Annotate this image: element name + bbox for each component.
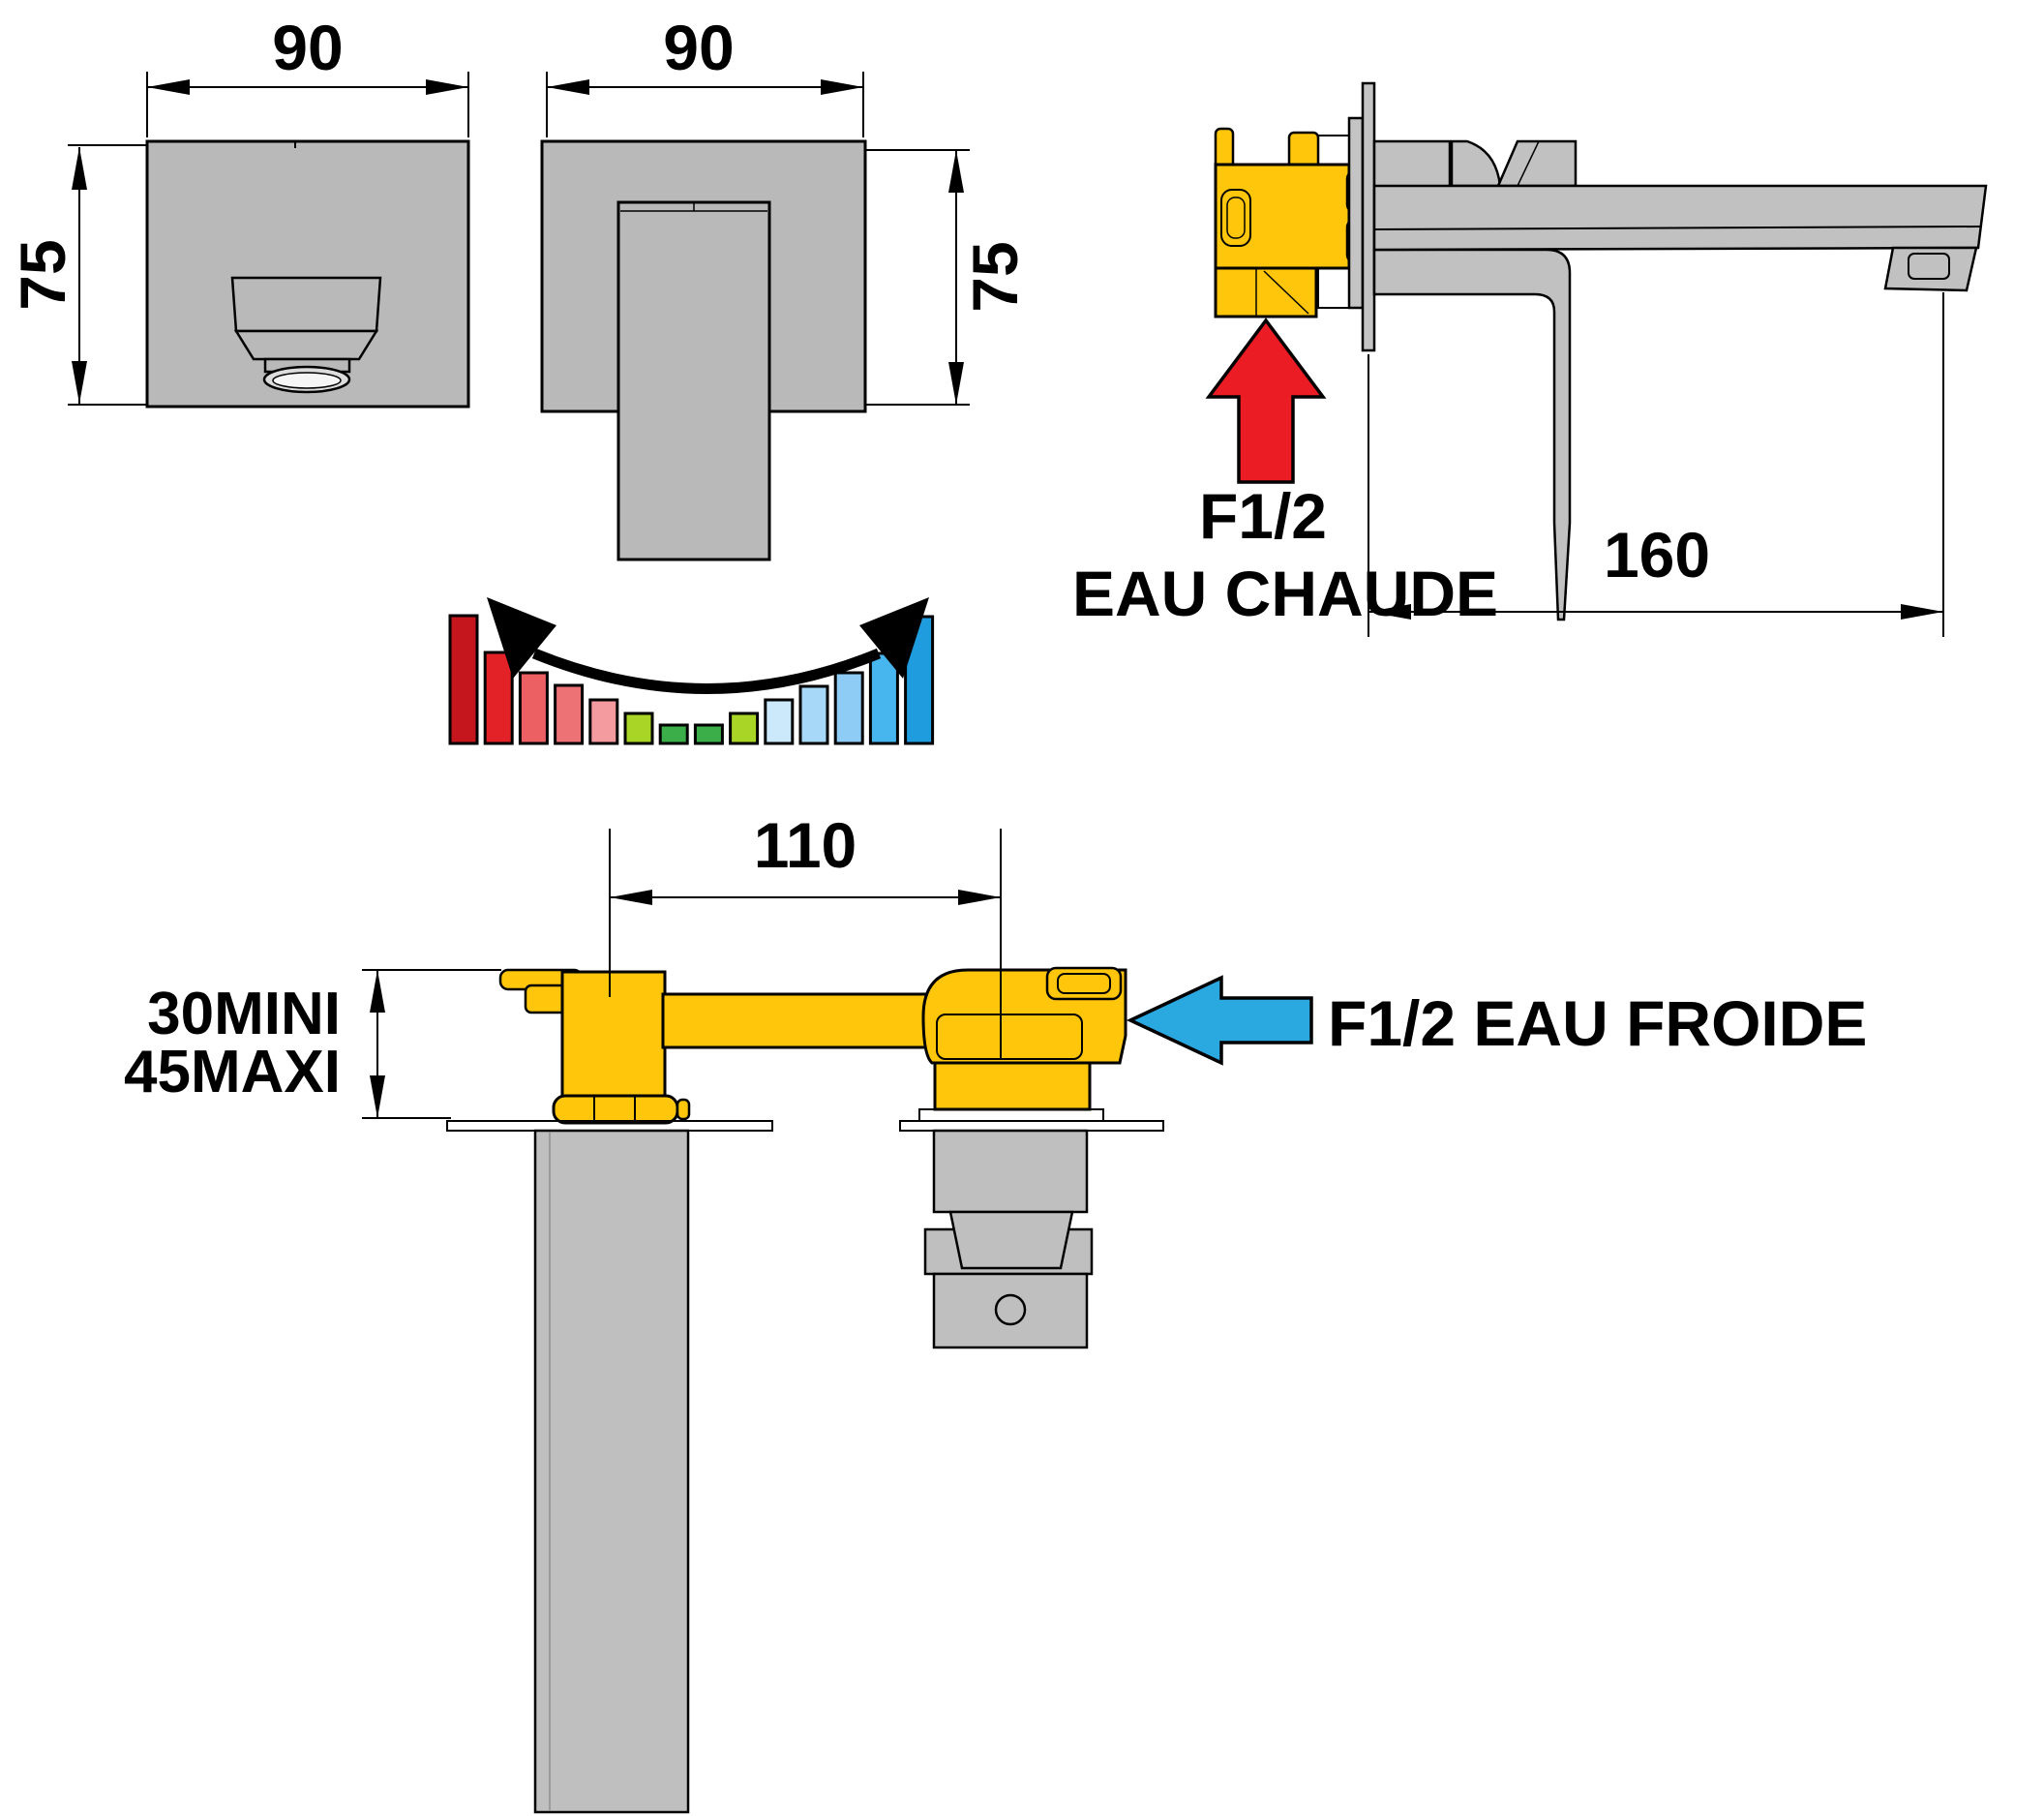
temperature-bars <box>448 614 935 745</box>
temperature-bar <box>554 683 585 745</box>
spout-front-detail <box>230 276 382 394</box>
temperature-bar <box>833 671 864 745</box>
dim-inlet-center-distance: 110 <box>754 809 857 881</box>
hot-thread-label: F1/2 <box>1199 480 1327 552</box>
plan-spout-valve <box>560 970 667 1108</box>
side-rough-in-body <box>1214 127 1368 318</box>
temperature-bar <box>798 684 829 745</box>
wall-depth-min-label: 30MINI <box>147 981 341 1047</box>
wall-strip-right <box>899 1120 1164 1132</box>
plan-spout-bar <box>533 1129 690 1814</box>
hot-water-arrow-icon <box>1205 318 1327 484</box>
dim-plate-width-left: 90 <box>272 12 343 83</box>
side-view: F1/2 EAU CHAUDE 160 <box>1072 81 1988 637</box>
temperature-bar <box>448 614 479 745</box>
plan-flange <box>918 1108 1104 1122</box>
plan-rough-in-body <box>498 966 1127 1125</box>
temperature-bar <box>483 651 514 745</box>
dimension-90-right: 90 <box>546 12 864 137</box>
dimension-160: 160 <box>1368 292 1944 637</box>
dimension-110: 110 <box>610 809 1001 905</box>
side-wall-plate <box>1361 81 1376 352</box>
cartridge-screw-hole <box>994 1293 1027 1326</box>
temperature-bar <box>588 698 619 745</box>
dimension-75-left: 75 <box>7 144 147 406</box>
plan-cartridge-stack <box>923 1129 1094 1349</box>
dim-spout-reach: 160 <box>1604 519 1710 590</box>
temperature-bar <box>623 711 654 745</box>
dimension-wall-depth: 30MINI 45MAXI <box>124 969 501 1119</box>
dimension-90-left: 90 <box>146 12 469 137</box>
hot-water-label: EAU CHAUDE <box>1072 558 1498 629</box>
cold-water-label: F1/2 EAU FROIDE <box>1328 987 1867 1059</box>
dim-plate-width-right: 90 <box>663 12 734 83</box>
side-flange <box>1347 116 1365 310</box>
temperature-bar <box>693 723 724 745</box>
cold-inlet-port <box>1045 966 1123 1001</box>
plan-connecting-pipe <box>661 992 936 1049</box>
temperature-mix-chart <box>448 597 935 745</box>
front-view-mixer-plate: 90 75 <box>540 12 1031 561</box>
temperature-bar <box>518 671 549 745</box>
dimension-75-right: 75 <box>865 149 1031 406</box>
temperature-bar <box>868 651 899 745</box>
dim-plate-height-left: 75 <box>7 239 78 310</box>
front-view-spout-plate: 90 75 <box>7 12 470 409</box>
wall-depth-max-label: 45MAXI <box>124 1039 341 1105</box>
side-handle-lever <box>1372 248 1572 621</box>
temperature-bar <box>764 698 795 745</box>
cold-water-arrow-icon <box>1126 975 1313 1066</box>
mixing-range-arrow-icon <box>487 597 929 694</box>
temperature-bar <box>729 711 760 745</box>
side-faucet-body <box>1372 139 1988 621</box>
temperature-bar <box>658 723 689 745</box>
side-spout <box>1372 184 1988 252</box>
mounting-nut <box>552 1094 679 1125</box>
dim-plate-height-right: 75 <box>959 241 1031 312</box>
mixer-handle-lever <box>616 200 771 561</box>
plan-view: 110 30MINI 45MAXI F1/2 EAU FROIDE <box>124 809 1867 1814</box>
